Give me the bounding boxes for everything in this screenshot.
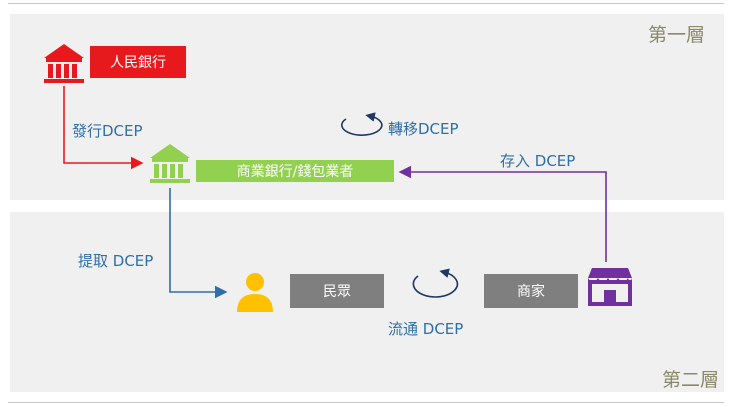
top-rule <box>8 3 724 4</box>
bank-icon <box>150 144 190 183</box>
layer-one-label: 第一層 <box>648 24 706 46</box>
circulate-label: 流通 DCEP <box>388 320 464 338</box>
deposit-label: 存入 DCEP <box>500 152 576 170</box>
issue-label: 發行DCEP <box>72 122 143 140</box>
deposit-arrow <box>398 165 607 262</box>
issue-arrow <box>63 86 144 170</box>
person-icon <box>237 273 273 312</box>
cycle-arrow-icon <box>341 112 383 136</box>
store-icon <box>588 268 632 306</box>
withdraw-label: 提取 DCEP <box>78 252 154 270</box>
central-bank-box: 人民銀行 <box>90 46 186 78</box>
transfer-label: 轉移DCEP <box>388 120 459 138</box>
cycle-arrow-icon <box>412 268 459 298</box>
public-box: 民眾 <box>290 274 384 308</box>
bottom-rule <box>8 402 724 403</box>
bank-icon <box>44 44 84 83</box>
commercial-bank-box: 商業銀行/錢包業者 <box>196 160 394 182</box>
merchant-box: 商家 <box>484 274 578 308</box>
withdraw-arrow <box>169 188 228 299</box>
layer-two-label: 第二層 <box>662 369 720 391</box>
